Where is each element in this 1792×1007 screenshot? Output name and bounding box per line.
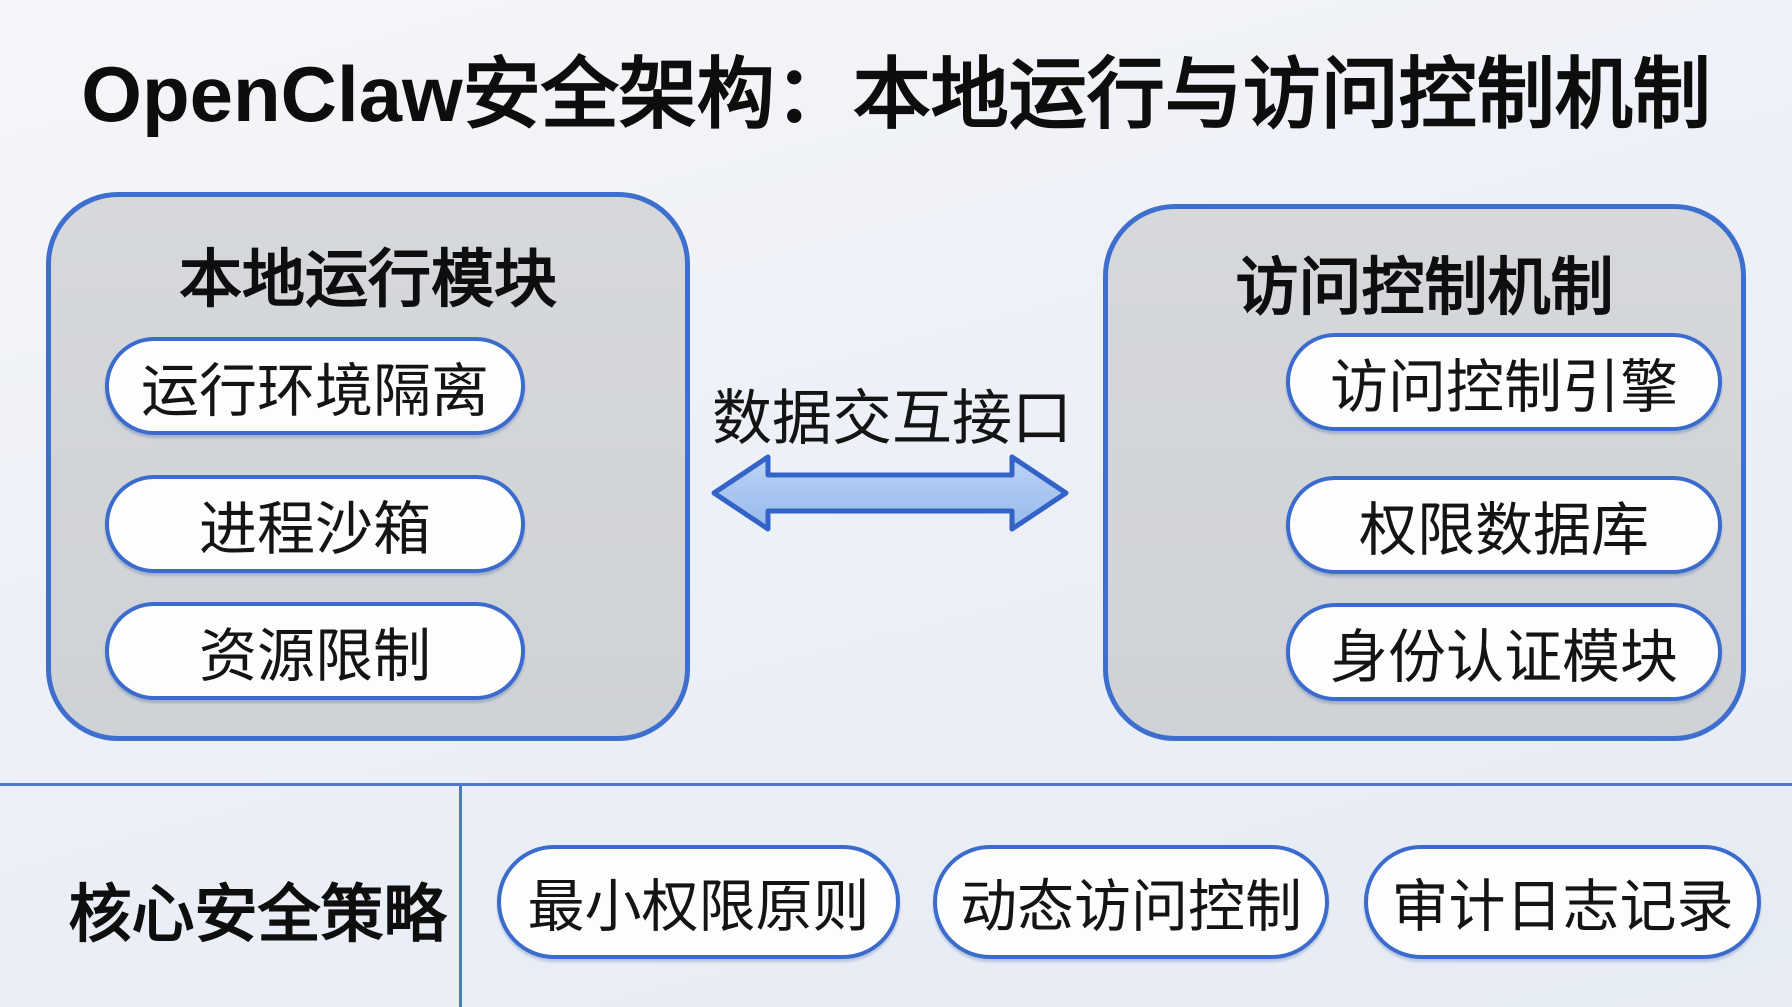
local-run-module-box: 本地运行模块 运行环境隔离 进程沙箱 资源限制 — [46, 192, 690, 741]
access-control-module-box: 访问控制机制 访问控制引擎 权限数据库 身份认证模块 — [1103, 204, 1746, 741]
page-title: OpenClaw安全架构：本地运行与访问控制机制 — [81, 50, 1711, 138]
vertical-divider — [459, 783, 462, 1007]
local-run-module-title: 本地运行模块 — [179, 245, 557, 315]
pill-identity-auth-module: 身份认证模块 — [1286, 603, 1722, 701]
bidirectional-arrow-icon — [710, 449, 1070, 537]
core-security-policy-title: 核心安全策略 — [68, 880, 447, 950]
pill-least-privilege: 最小权限原则 — [497, 845, 900, 959]
pill-process-sandbox: 进程沙箱 — [105, 475, 525, 573]
diagram-header: OpenClaw安全架构：本地运行与访问控制机制 — [0, 36, 1792, 140]
pill-resource-limit: 资源限制 — [105, 602, 525, 700]
pill-dynamic-access-control: 动态访问控制 — [933, 845, 1329, 959]
access-control-module-title: 访问控制机制 — [1235, 253, 1614, 323]
pill-audit-logging: 审计日志记录 — [1364, 845, 1761, 959]
pill-permission-database: 权限数据库 — [1286, 476, 1722, 574]
pill-access-control-engine: 访问控制引擎 — [1286, 333, 1722, 431]
horizontal-divider — [0, 783, 1792, 786]
data-interface-label: 数据交互接口 — [712, 385, 1072, 452]
pill-runtime-env-isolation: 运行环境隔离 — [105, 337, 525, 435]
